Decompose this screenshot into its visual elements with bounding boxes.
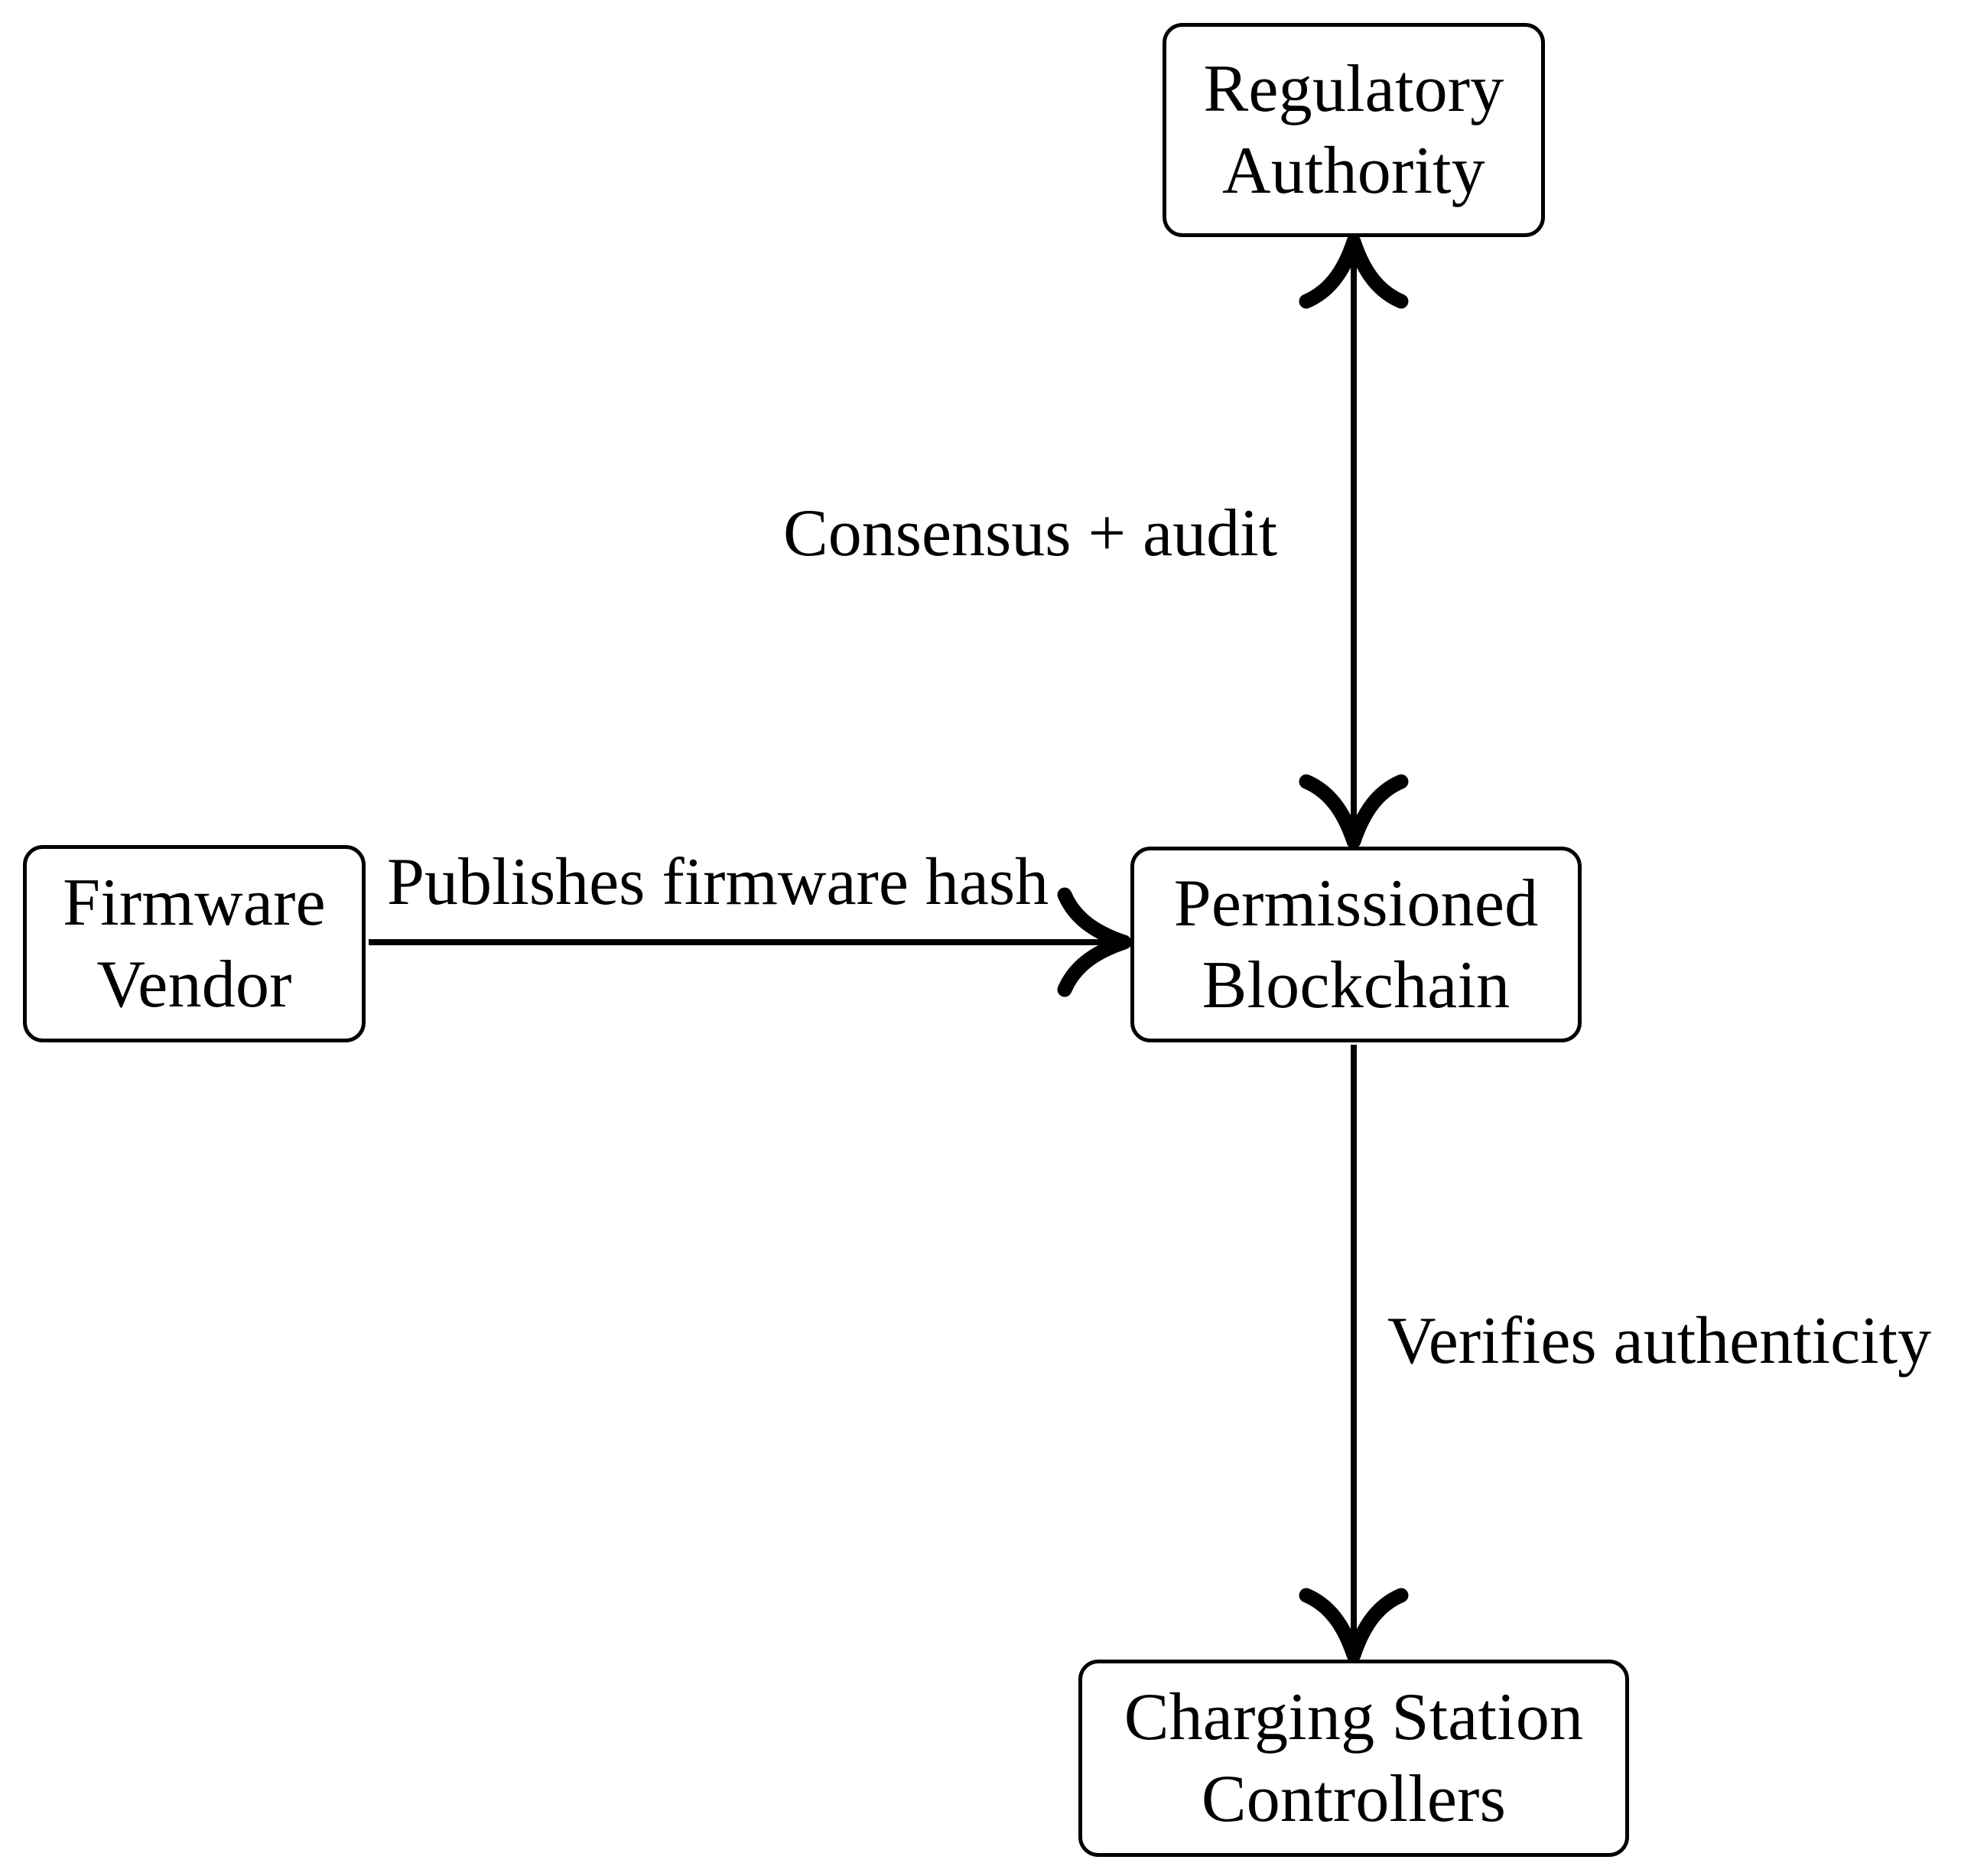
node-regulatory-authority[interactable]: Regulatory Authority [1163,23,1545,237]
node-firmware-vendor-line-2: Vendor [96,948,292,1022]
node-firmware-vendor[interactable]: Firmware Vendor [23,845,366,1042]
edge-label-consensus-audit: Consensus + audit [779,498,1283,570]
edge-blockchain-controllers [1306,1045,1401,1655]
node-permissioned-blockchain-line-2: Blockchain [1202,948,1511,1023]
node-charging-station-controllers-line-1: Charging Station [1124,1679,1584,1754]
node-permissioned-blockchain-line-1: Permissioned [1173,866,1539,941]
node-charging-station-controllers-line-2: Controllers [1201,1762,1507,1836]
edge-vendor-blockchain [369,895,1124,990]
node-regulatory-authority-line-2: Authority [1221,134,1485,208]
edge-label-verifies-authenticity: Verifies authenticity [1383,1305,1937,1377]
node-firmware-vendor-line-1: Firmware [63,865,326,940]
node-regulatory-authority-line-1: Regulatory [1203,51,1504,126]
edge-blockchain-regulatory [1306,242,1401,841]
node-permissioned-blockchain[interactable]: Permissioned Blockchain [1130,847,1582,1042]
node-charging-station-controllers[interactable]: Charging Station Controllers [1078,1660,1629,1857]
edge-label-publishes-firmware-hash: Publishes firmware hash [382,847,1054,918]
